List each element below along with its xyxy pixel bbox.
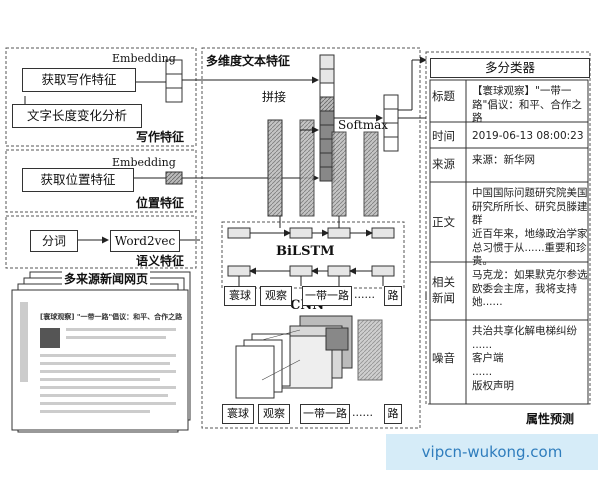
- news-page-headline: [寰球观察] "一带一路"倡议：和平、合作之路: [40, 313, 183, 321]
- row-value-time: 2019-06-13 08:00:23: [472, 130, 584, 142]
- bilstm-output-vectors: [267, 119, 379, 217]
- row-label-source: 来源: [432, 157, 455, 171]
- token-top-3: 一带一路: [302, 286, 352, 306]
- token-bottom-3: 一带一路: [300, 404, 350, 424]
- row-label-related: 相关新闻: [432, 275, 455, 305]
- semantic-features-label: 语义特征: [136, 254, 185, 268]
- token-bottom-1: 寰球: [222, 404, 254, 424]
- word2vec-box: Word2vec: [110, 230, 180, 252]
- multi-dim-features-title: 多维度文本特征: [206, 54, 291, 68]
- cnn-feature-maps: [235, 315, 383, 399]
- row-label-noise: 噪音: [432, 351, 455, 365]
- row-label-title: 标题: [432, 89, 455, 103]
- row-value-body: 中国国际问题研究院美国研究所所长、研究员滕建群 近百年来，地缘政治学家总习惯于从…: [472, 187, 588, 268]
- watermark: vipcn-wukong.com: [386, 434, 598, 470]
- multi-classifier-title: 多分类器: [430, 58, 590, 78]
- position-features-region: [5, 149, 197, 213]
- bilstm-box: [221, 221, 405, 289]
- row-label-time: 时间: [432, 129, 455, 143]
- position-features-label: 位置特征: [136, 196, 185, 210]
- token-top-4: ......: [354, 288, 375, 301]
- concat-label: 拼接: [262, 90, 287, 104]
- softmax-label: Softmax: [338, 118, 389, 132]
- writing-embedding-vector: [165, 59, 183, 103]
- token-bottom-5: 路: [384, 404, 402, 424]
- token-top-1: 寰球: [224, 286, 256, 306]
- get-writing-features-box: 获取写作特征: [22, 68, 136, 92]
- concat-vector: [319, 54, 335, 182]
- news-pages-label: 多来源新闻网页: [62, 270, 151, 287]
- get-position-features-box: 获取位置特征: [22, 168, 134, 192]
- token-top-2: 观察: [260, 286, 292, 306]
- attribute-prediction-label: 属性预测: [526, 412, 575, 426]
- token-bottom-2: 观察: [258, 404, 290, 424]
- row-value-title: 【寰球观察】"一带一路"倡议：和平、合作之路: [472, 85, 582, 125]
- writing-features-region: [5, 47, 197, 147]
- multi-dim-features-region: [201, 47, 421, 429]
- token-bottom-4: ......: [352, 406, 373, 419]
- row-value-source: 来源：新华网: [472, 154, 535, 166]
- embedding-label-2: Embedding: [112, 156, 176, 169]
- embedding-label-1: Embedding: [112, 52, 176, 65]
- bilstm-label: BiLSTM: [276, 244, 335, 259]
- writing-features-label: 写作特征: [136, 130, 185, 144]
- row-value-related: 马克龙：如果默克尔参选欧委会主席，我将支持她......: [472, 269, 588, 309]
- news-page-stack: [11, 271, 191, 433]
- row-value-noise: 共治共享化解电梯纠纷 ...... 客户端 ...... 版权声明: [472, 325, 577, 392]
- position-embedding-vector: [165, 171, 183, 185]
- segmentation-box: 分词: [30, 230, 78, 252]
- softmax-output-vector: [383, 94, 399, 152]
- row-label-body: 正文: [432, 215, 455, 229]
- news-page-content: [20, 302, 176, 413]
- semantic-features-region: [5, 215, 197, 269]
- token-top-5: 路: [384, 286, 402, 306]
- classifier-table-lines: [429, 79, 589, 405]
- text-length-analysis-box: 文字长度变化分析: [12, 104, 142, 128]
